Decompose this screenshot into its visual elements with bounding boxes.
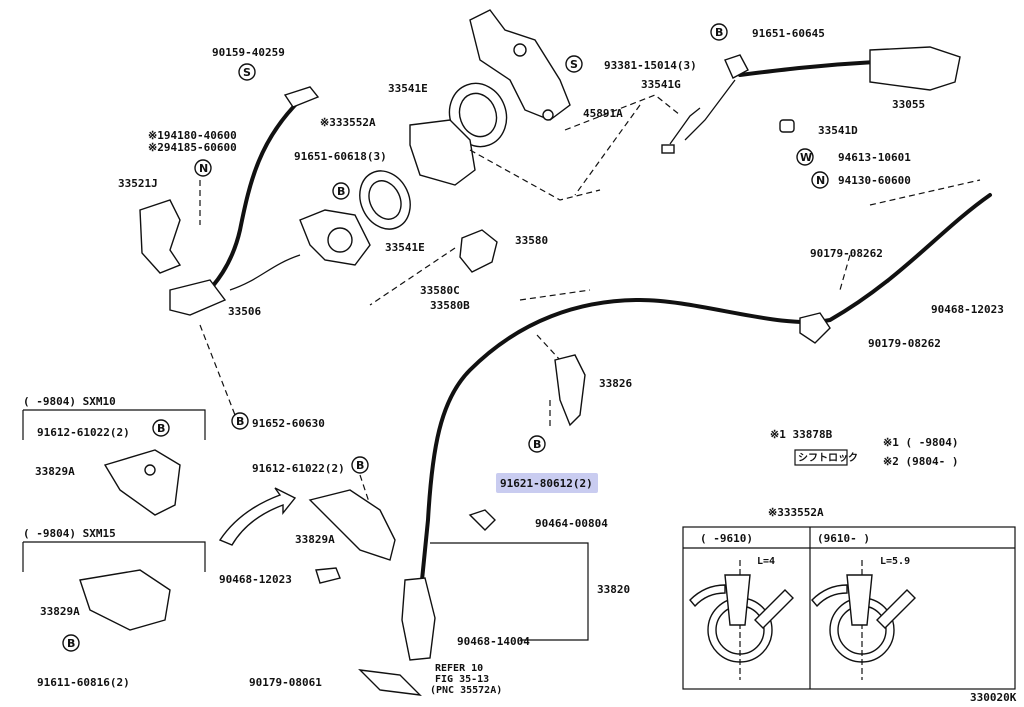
label-94180-40600: ※194180-40600 (148, 129, 237, 142)
label-91651-60645: 91651-60645 (752, 27, 825, 40)
label-sxm10: ( -9804) SXM10 (23, 395, 116, 408)
highlight-91621 (496, 473, 598, 493)
inset-l2: L=5.9 (880, 556, 910, 567)
label-33580B: 33580B (430, 299, 470, 312)
label-33055: 33055 (892, 98, 925, 111)
label-90468-12023-b: 90468-12023 (219, 573, 292, 586)
label-90179-08262-a: 90179-08262 (810, 247, 883, 260)
label-94613-10601: 94613-10601 (838, 151, 911, 164)
inset-drawing-2 (811, 560, 916, 680)
label-91621-80612: 91621-80612(2) (500, 477, 593, 490)
inset-title: ※333552A (768, 506, 824, 519)
svg-text:B: B (67, 637, 75, 650)
label-90468-14004: 90468-14004 (457, 635, 530, 648)
svg-text:B: B (157, 422, 165, 435)
b-marker-4: B (528, 435, 546, 453)
svg-text:N: N (199, 162, 208, 175)
label-45891A: 45891A (583, 107, 623, 120)
label-91652-60630: 91652-60630 (252, 417, 325, 430)
part-labels: 90159-40259 ※194180-40600 ※294185-60600 … (23, 27, 1017, 704)
label-33580: 33580 (515, 234, 548, 247)
label-90179-08061: 90179-08061 (249, 676, 322, 689)
b-marker-6: B (351, 456, 369, 474)
svg-text:B: B (715, 26, 723, 39)
label-note1-box: シフトロック (798, 452, 858, 464)
label-90464-00804: 90464-00804 (535, 517, 608, 530)
label-94185-60600: ※294185-60600 (148, 141, 237, 154)
label-33829A-c: 33829A (40, 605, 80, 618)
svg-text:B: B (236, 415, 244, 428)
label-33506: 33506 (228, 305, 261, 318)
sxm10-bracket-group (22, 409, 206, 516)
label-90179-08262-b: 90179-08262 (868, 337, 941, 350)
legend-2: ※2 (9804- ) (883, 455, 958, 468)
label-33521J: 33521J (118, 177, 158, 190)
refer-line-2: FIG 35-13 (435, 674, 489, 685)
shift-lock-box (794, 449, 848, 466)
inset-33552A: ※333552A ( -9610) (9610- ) L=4 L=5.9 (682, 506, 1016, 690)
shift-lock-cable-drawing (139, 86, 371, 316)
label-sxm15: ( -9804) SXM15 (23, 527, 116, 540)
svg-text:B: B (533, 438, 541, 451)
w-marker: W (796, 148, 814, 166)
refer-line-1: REFER 10 (435, 663, 483, 674)
n-marker-2: N (811, 171, 829, 189)
b-marker-5: B (152, 419, 170, 437)
label-33541E-mid: 33541E (385, 241, 425, 254)
diagram-code: 330020K (970, 691, 1017, 704)
svg-text:N: N (816, 174, 825, 187)
label-33820: 33820 (597, 583, 630, 596)
label-91611-60816: 91611-60816(2) (37, 676, 130, 689)
svg-text:B: B (337, 185, 345, 198)
refer-line-3: (PNC 35572A) (430, 685, 502, 696)
label-91612-b: 91612-61022(2) (252, 462, 345, 475)
leader-lines (199, 94, 981, 521)
n-marker-1: N (194, 159, 212, 177)
inset-col1: ( -9610) (700, 532, 753, 545)
cable-bracket-line (430, 542, 589, 641)
sxm15-bracket-group (22, 541, 206, 631)
svg-text:W: W (800, 151, 812, 164)
label-33541D: 33541D (818, 124, 858, 137)
label-94130-60600: 94130-60600 (838, 174, 911, 187)
label-33541G: 33541G (641, 78, 681, 91)
shift-lever-drawing (661, 46, 961, 154)
transmission-cable-drawing (358, 193, 992, 696)
label-note1: ※1 33878B (770, 428, 833, 441)
label-33826: 33826 (599, 377, 632, 390)
rings-drawing (359, 82, 508, 273)
svg-text:S: S (243, 66, 251, 79)
inset-drawing-1 (689, 560, 794, 680)
svg-text:S: S (570, 58, 578, 71)
legend-1: ※1 ( -9804) (883, 436, 958, 449)
b-marker-7: B (62, 634, 80, 652)
label-33580C: 33580C (420, 284, 460, 297)
label-33829A-a: 33829A (35, 465, 75, 478)
b-marker-2: B (231, 412, 249, 430)
center-bracket-group (218, 354, 586, 584)
label-33552A: ※333552A (320, 116, 376, 129)
label-91651-60618: 91651-60618(3) (294, 150, 387, 163)
label-93381: 93381-15014(3) (604, 59, 697, 72)
s-marker-2: S (565, 55, 583, 73)
label-33829A-b: 33829A (295, 533, 335, 546)
label-91612-a: 91612-61022(2) (37, 426, 130, 439)
symbol-markers: S N B B S B W N B B B B (62, 23, 829, 652)
b-marker-1: B (332, 182, 350, 200)
label-90159-40259: 90159-40259 (212, 46, 285, 59)
b-marker-3: B (710, 23, 728, 41)
inset-l1: L=4 (757, 556, 775, 567)
label-33541E-top: 33541E (388, 82, 428, 95)
s-marker-1: S (238, 63, 256, 81)
label-90468-12023-a: 90468-12023 (931, 303, 1004, 316)
inset-col2: (9610- ) (817, 532, 870, 545)
svg-text:B: B (356, 459, 364, 472)
lever-bracket-drawing (469, 9, 571, 121)
